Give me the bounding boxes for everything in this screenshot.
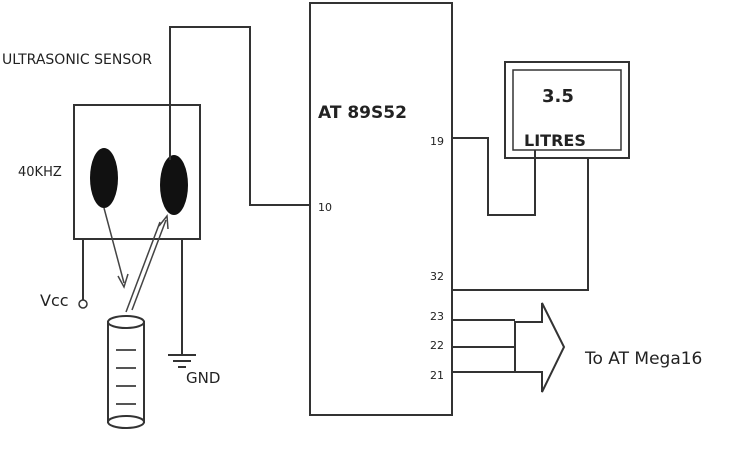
pin-23-label: 23 (430, 310, 444, 323)
mcu-name: AT 89S52 (318, 103, 407, 123)
pin-21-label: 21 (430, 369, 444, 382)
sensor-to-mcu-wire (169, 26, 312, 206)
output-label: To AT Mega16 (584, 349, 702, 369)
reflected-wave-line-2 (125, 221, 161, 313)
tank-container (107, 315, 145, 429)
lcd-value: 3.5 (542, 86, 574, 107)
sensor-title: ULTRASONIC SENSOR (2, 52, 152, 68)
gnd-label: GND (186, 369, 220, 387)
pin-19-label: 19 (430, 135, 444, 148)
vcc-label: Vcc (40, 291, 69, 310)
lcd-unit: LITRES (524, 131, 586, 150)
output-arrow (514, 302, 566, 393)
pin32-to-lcd-wire (452, 158, 589, 291)
microcontroller (309, 2, 453, 416)
lcd-display-screen (512, 69, 622, 151)
pin-32-label: 32 (430, 270, 444, 283)
receiver-transducer (160, 155, 188, 215)
pin19-to-lcd-wire (452, 137, 536, 216)
emitted-wave-arrowhead (117, 273, 129, 289)
pin-10-label: 10 (318, 201, 332, 214)
vcc-terminal (78, 299, 88, 309)
emitted-wave-line (103, 207, 125, 284)
reflected-wave-arrowhead (158, 214, 169, 230)
reflected-wave-line (131, 219, 167, 311)
pin-22-label: 22 (430, 339, 444, 352)
transmitter-transducer (90, 148, 118, 208)
sensor-frequency: 40KHZ (18, 165, 62, 180)
